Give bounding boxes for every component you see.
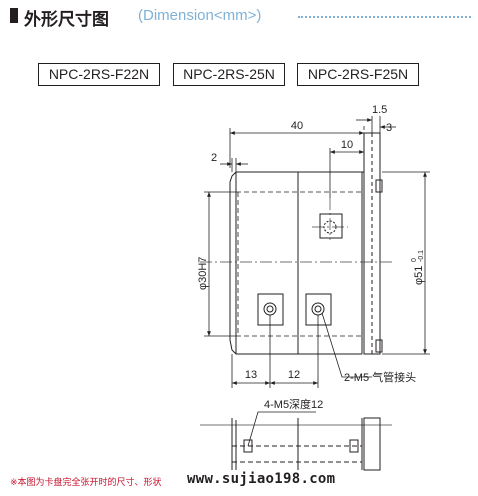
air-port-1-inner	[266, 305, 274, 313]
air-port-2-inner	[314, 305, 322, 313]
bottom-plate	[363, 417, 381, 471]
bottom-hole-2	[349, 439, 359, 453]
hole-circle	[323, 220, 337, 234]
dim-13-text: 13	[245, 369, 257, 381]
header-marker	[10, 8, 18, 23]
dim-1-5-text: 1.5	[372, 104, 387, 116]
plate-tab-bottom	[375, 339, 383, 353]
model-box-f22n: NPC-2RS-F22N	[38, 63, 160, 86]
section-header: 外形尺寸图 (Dimension<mm>)	[8, 2, 473, 29]
air-port-1-outer	[263, 302, 277, 316]
watermark: www.sujiao198.com	[187, 471, 336, 487]
footnote: ※本图为卡盘完全张开时的尺寸、形状	[10, 477, 162, 487]
dim-51-text: φ51	[413, 266, 425, 285]
air-ports	[257, 293, 332, 326]
dim-2-text: 2	[211, 152, 217, 164]
bottom-hole-1	[243, 439, 253, 453]
hole-square	[319, 213, 343, 239]
air-port-leader	[321, 312, 372, 378]
dim-40-text: 40	[291, 120, 303, 132]
header-title: 外形尺寸图	[24, 10, 109, 29]
dim-51-tol-lower: -0.1	[418, 250, 425, 262]
plate-tab-top	[375, 179, 383, 193]
air-port-callout: 2-M5 气管接头	[344, 370, 416, 384]
air-port-1-frame	[257, 293, 284, 326]
dim-30-text: φ30H7	[197, 257, 209, 290]
tap-hole-leader	[247, 411, 316, 447]
header-subtitle: (Dimension<mm>)	[138, 7, 262, 24]
right-plate	[363, 132, 381, 355]
dim-3-text: 3	[386, 122, 392, 134]
left-flange-outline	[229, 171, 237, 355]
threaded-hole-top	[319, 213, 343, 239]
model-box-25n: NPC-2RS-25N	[173, 63, 285, 86]
dim-12-text: 12	[288, 369, 300, 381]
bottom-view	[200, 417, 392, 471]
bore-hidden-lines	[236, 191, 362, 337]
header-dotted-rule	[298, 16, 471, 18]
model-box-f25n: NPC-2RS-F25N	[297, 63, 419, 86]
air-port-2-frame	[305, 293, 332, 326]
center-lines	[200, 198, 392, 263]
dim-10-text: 10	[341, 139, 353, 151]
dim-51-tol-upper: 0	[411, 258, 418, 262]
tap-hole-callout: 4-M5深度12	[264, 397, 323, 411]
